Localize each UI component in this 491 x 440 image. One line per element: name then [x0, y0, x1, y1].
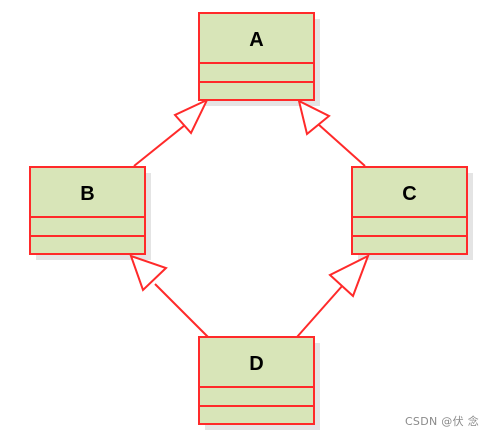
line-d-to-b [154, 283, 209, 338]
class-a-name: A [249, 29, 263, 51]
class-a-box [198, 12, 315, 101]
arrowhead-d-to-c [328, 253, 370, 298]
class-b-box [29, 166, 146, 255]
inheritance-lines [133, 123, 366, 338]
class-d-name: D [249, 353, 263, 375]
arrowhead-b-to-a [173, 97, 210, 135]
line-d-to-c [296, 284, 344, 338]
arrowhead-c-to-a [297, 99, 331, 136]
arrowhead-d-to-b [129, 254, 168, 292]
inheritance-arrowheads [129, 97, 370, 298]
class-b: B [29, 166, 146, 255]
class-a: A [198, 12, 315, 101]
line-c-to-a [317, 123, 366, 167]
class-b-name: B [80, 183, 94, 205]
class-c: C [351, 166, 468, 255]
class-c-name: C [402, 183, 416, 205]
class-d-box [198, 336, 315, 425]
watermark: CSDN @伏 念 [404, 415, 479, 428]
class-c-box [351, 166, 468, 255]
line-b-to-a [133, 124, 186, 167]
class-d: D [198, 336, 315, 425]
